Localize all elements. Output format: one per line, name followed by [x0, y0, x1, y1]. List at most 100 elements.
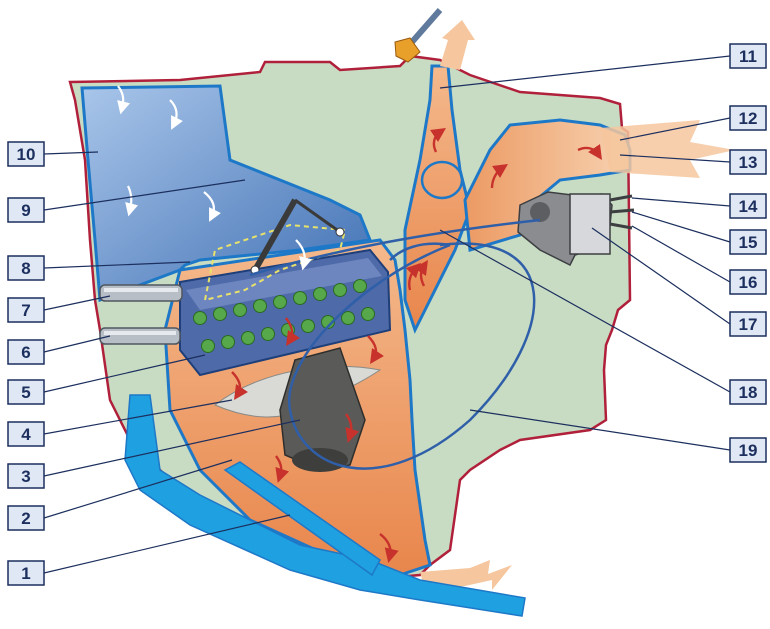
air-flow-arrow-icon	[203, 191, 221, 222]
callout-6: 6	[7, 339, 45, 365]
control-valve-assembly	[517, 191, 635, 267]
callout-5-box	[7, 379, 45, 405]
callout-4-box	[7, 421, 45, 447]
leader-callout-2	[43, 459, 233, 519]
callout-14-label: 14	[739, 197, 758, 216]
leader-callout-15	[631, 211, 731, 243]
callout-2: 2	[7, 505, 45, 531]
callout-19-box	[729, 437, 767, 463]
leader-callout-4	[43, 399, 233, 435]
callout-1-label: 1	[21, 564, 30, 583]
air-flow-arrow-icon	[169, 99, 183, 130]
leader-callout-7	[43, 295, 111, 311]
air-flow-arrow-icon	[345, 413, 360, 443]
floor-outflow	[420, 560, 512, 590]
callouts-left: 10 9 8 7 6 5 4 3 2 1	[7, 141, 45, 586]
callout-14: 14	[729, 193, 767, 219]
windshield-outflow	[440, 20, 475, 70]
heater-core-icon	[221, 335, 235, 349]
callout-15-box	[729, 229, 767, 255]
callout-12: 12	[729, 105, 767, 131]
air-flow-arrows	[231, 128, 602, 563]
leader-callout-12	[619, 117, 731, 141]
windshield-flap	[420, 160, 464, 200]
callout-15-label: 15	[739, 233, 758, 252]
callout-17-box	[729, 311, 767, 337]
leader-callout-19	[469, 409, 731, 451]
heater-core-icon	[313, 287, 327, 301]
heater-core-icon	[261, 327, 275, 341]
leader-callout-11	[439, 55, 731, 89]
callout-19: 19	[729, 437, 767, 463]
callout-leaders	[43, 55, 731, 574]
leader-callout-10	[43, 151, 99, 155]
callout-3-label: 3	[21, 467, 30, 486]
callout-7-box	[7, 297, 45, 323]
callout-19-label: 19	[739, 441, 758, 460]
air-flow-arrow-icon	[285, 317, 300, 346]
air-flow-arrow-icon	[577, 144, 602, 160]
callout-11: 11	[729, 43, 767, 69]
callout-5-label: 5	[21, 383, 30, 402]
face-vent-outflow	[600, 120, 735, 178]
leader-callout-16	[631, 225, 731, 283]
callout-3-box	[7, 463, 45, 489]
callout-17: 17	[729, 311, 767, 337]
callout-10-label: 10	[17, 145, 36, 164]
air-flow-arrow-icon	[117, 85, 131, 115]
callout-10: 10	[7, 141, 45, 167]
callout-13-box	[729, 149, 767, 175]
leader-callout-18	[439, 229, 731, 393]
callout-6-label: 6	[21, 343, 30, 362]
callout-8-box	[7, 255, 45, 281]
callout-5: 5	[7, 379, 45, 405]
heater-core-icon	[241, 331, 255, 345]
callout-1: 1	[7, 560, 45, 586]
leader-callout-17	[591, 227, 731, 325]
callout-16: 16	[729, 269, 767, 295]
coolant-pipe-outlet	[99, 327, 181, 345]
air-flow-arrow-icon	[295, 239, 313, 271]
callout-16-box	[729, 269, 767, 295]
callout-18: 18	[729, 379, 767, 405]
callout-13-label: 13	[739, 153, 758, 172]
heater-core-icon	[213, 307, 227, 321]
callout-13: 13	[729, 149, 767, 175]
callout-8-label: 8	[21, 259, 30, 278]
coolant-pipe-inlet	[99, 284, 183, 302]
callout-4-label: 4	[21, 425, 31, 444]
callout-10-box	[7, 141, 45, 167]
callouts-right: 11 12 13 14 15 16 17 18 19	[729, 43, 767, 463]
leader-callout-3	[43, 419, 301, 477]
heater-core-icon	[321, 315, 335, 329]
callout-18-label: 18	[739, 383, 758, 402]
heater-core-icon	[333, 283, 347, 297]
air-flow-arrow-icon	[231, 371, 248, 400]
callout-7-label: 7	[21, 301, 30, 320]
leader-callout-5	[43, 354, 206, 393]
callout-6-box	[7, 339, 45, 365]
callout-4: 4	[7, 421, 45, 447]
heater-core-icon	[353, 279, 367, 293]
callout-7: 7	[7, 297, 45, 323]
callout-11-box	[729, 43, 767, 69]
intake-flow-arrows	[117, 85, 313, 271]
callout-2-box	[7, 505, 45, 531]
leader-callout-8	[43, 261, 191, 269]
callout-9-box	[7, 197, 45, 223]
heater-core-tubes	[193, 279, 375, 353]
control-cable-icon	[249, 218, 541, 470]
air-flow-arrow-icon	[275, 455, 290, 483]
callout-9-label: 9	[21, 201, 30, 220]
leader-callout-9	[43, 179, 246, 211]
air-flow-arrow-icon	[414, 260, 428, 287]
floor-duct-panel	[124, 394, 526, 617]
callout-2-label: 2	[21, 509, 30, 528]
callout-15: 15	[729, 229, 767, 255]
heater-core-icon	[293, 291, 307, 305]
heater-core-icon	[361, 307, 375, 321]
callout-16-label: 16	[739, 273, 758, 292]
air-flow-arrow-icon	[367, 335, 384, 364]
callout-8: 8	[7, 255, 45, 281]
